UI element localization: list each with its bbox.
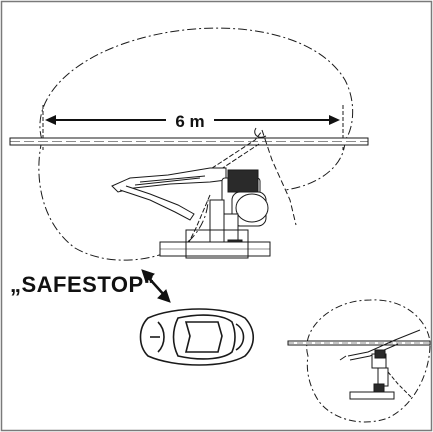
distance-label: 6 m [175, 112, 204, 131]
car-top-view-icon [139, 308, 255, 366]
safestop-label: „SAFESTOP“ [10, 272, 155, 297]
dimension-arrow [45, 115, 340, 125]
double-arrow-icon [141, 269, 171, 303]
reach-envelope-large [38, 27, 354, 261]
track-bar [9, 137, 369, 146]
excavator-top-view-icon [111, 127, 297, 259]
inset-zone-diagram [287, 299, 431, 423]
